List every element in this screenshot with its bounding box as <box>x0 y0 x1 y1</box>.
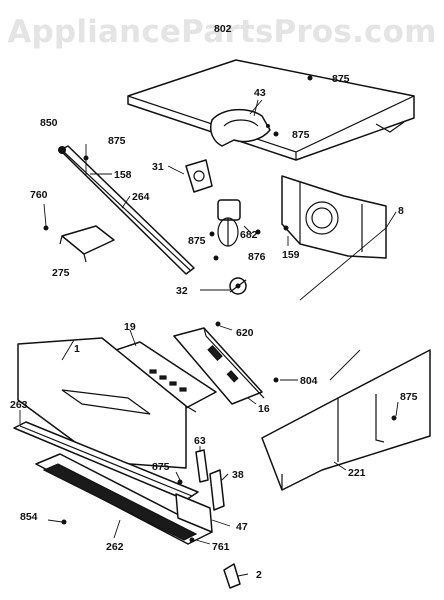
label-875: 875 <box>400 391 418 403</box>
label-682: 682 <box>240 229 258 241</box>
wheel-part-32 <box>229 277 247 295</box>
label-760: 760 <box>30 189 48 201</box>
label-850: 850 <box>40 117 58 129</box>
label-31: 31 <box>152 161 164 173</box>
switch-part-31 <box>185 159 213 193</box>
side-bracket-part-8 <box>281 175 387 259</box>
bracket-part-63 <box>195 449 209 483</box>
label-32: 32 <box>176 285 188 297</box>
label-854: 854 <box>20 511 38 523</box>
top-cover-panel <box>127 59 415 161</box>
label-802: 802 <box>214 23 232 35</box>
leader-lines <box>19 99 399 577</box>
label-158: 158 <box>114 169 132 181</box>
label-47: 47 <box>236 521 248 533</box>
label-875: 875 <box>188 235 206 247</box>
label-875: 875 <box>332 73 350 85</box>
label-262: 262 <box>106 541 124 553</box>
electronic-control-part-16 <box>173 327 265 405</box>
part-2 <box>223 563 241 589</box>
label-63: 63 <box>194 435 206 447</box>
watermark-text: AppliancePartsPros.com <box>7 14 437 50</box>
trim-part-263 <box>13 421 199 501</box>
label-159: 159 <box>282 249 300 261</box>
label-19: 19 <box>124 321 136 333</box>
bracket-part-43 <box>210 108 271 147</box>
part-38 <box>209 469 225 511</box>
label-875: 875 <box>152 461 170 473</box>
bracket-part-47 <box>175 493 213 533</box>
label-875: 875 <box>108 135 126 147</box>
label-620: 620 <box>236 327 254 339</box>
label-43: 43 <box>254 87 266 99</box>
label-2: 2 <box>256 569 262 581</box>
bracket-part-275 <box>59 225 115 263</box>
label-275: 275 <box>52 267 70 279</box>
label-875: 875 <box>292 129 310 141</box>
label-1: 1 <box>74 343 80 355</box>
label-38: 38 <box>232 469 244 481</box>
label-16: 16 <box>258 403 270 415</box>
side-panel-part-221 <box>261 349 431 491</box>
label-264: 264 <box>132 191 150 203</box>
label-221: 221 <box>348 467 366 479</box>
label-263: 263 <box>10 399 28 411</box>
part-number-labels: 802 875 43 875 850 875 31 158 264 760 8 … <box>10 23 418 581</box>
motor-assembly-part-682 <box>217 199 241 247</box>
trim-strip-part-264 <box>59 145 195 275</box>
label-876: 876 <box>248 251 266 263</box>
label-804: 804 <box>300 375 318 387</box>
label-761: 761 <box>212 541 230 553</box>
label-8: 8 <box>398 205 404 217</box>
front-panel-part-1 <box>17 337 197 469</box>
